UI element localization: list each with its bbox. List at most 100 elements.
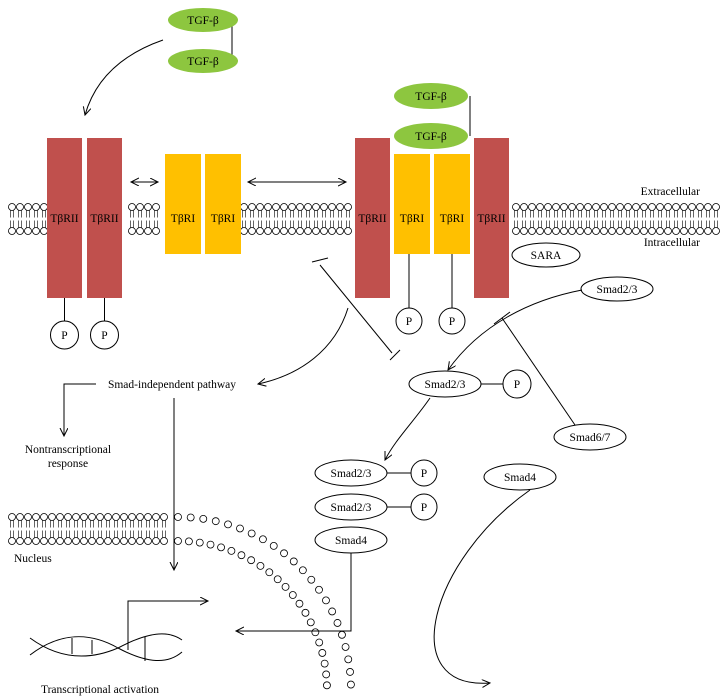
- lipid-head: [236, 524, 244, 533]
- lipid-head: [320, 659, 329, 668]
- lipid-head: [640, 203, 648, 211]
- lipid-head: [328, 203, 336, 211]
- lipid-head: [136, 227, 144, 235]
- tgf-beta-label: TGF-β: [415, 131, 447, 143]
- smad23-label: Smad2/3: [425, 379, 466, 391]
- lipid-head: [328, 607, 337, 616]
- lipid-head: [528, 227, 536, 235]
- lipid-head: [632, 203, 640, 211]
- receptor-type-ii-pair: TβRII TβRII P P: [47, 138, 122, 350]
- lipid-head: [247, 556, 256, 565]
- phosphate-label: P: [449, 316, 455, 328]
- lipid-head: [584, 227, 592, 235]
- lipid-head: [584, 203, 592, 211]
- lipid-head: [296, 227, 304, 235]
- lipid-head: [592, 227, 600, 235]
- lipid-head: [96, 537, 104, 545]
- lipid-head: [112, 537, 120, 545]
- receptor-type-i-label: TβRI: [400, 213, 425, 225]
- receptor-type-i: [165, 154, 201, 254]
- lipid-head: [160, 513, 168, 521]
- lipid-head: [680, 227, 688, 235]
- lipid-head: [16, 227, 24, 235]
- lipid-head: [227, 546, 236, 555]
- lipid-head: [624, 227, 632, 235]
- lipid-head: [288, 227, 296, 235]
- lipid-head: [289, 557, 298, 566]
- receptor-type-ii-label: TβRII: [50, 213, 78, 225]
- lipid-head: [88, 513, 96, 521]
- intracellular-label: Intracellular: [644, 237, 700, 249]
- lipid-head: [568, 227, 576, 235]
- lipid-head: [195, 538, 204, 547]
- phosphate-label: P: [406, 316, 412, 328]
- lipid-head: [288, 203, 296, 211]
- lipid-head: [346, 668, 354, 676]
- lipid-head: [240, 203, 248, 211]
- lipid-head: [648, 203, 656, 211]
- phosphate-label: P: [61, 330, 67, 342]
- nuclear-translocation-arrow: [236, 553, 352, 631]
- lipid-head: [120, 537, 128, 545]
- lipid-head: [136, 203, 144, 211]
- lipid-head: [680, 203, 688, 211]
- lipid-head: [656, 203, 664, 211]
- lipid-head: [32, 203, 40, 211]
- lipid-head: [315, 638, 324, 647]
- lipid-head: [128, 203, 136, 211]
- lipid-head: [696, 227, 704, 235]
- lipid-head: [560, 227, 568, 235]
- receptor-type-ii-label: TβRII: [477, 213, 505, 225]
- lipid-head: [568, 203, 576, 211]
- lipid-head: [8, 537, 16, 545]
- sara-label: SARA: [531, 250, 562, 262]
- lipid-head: [112, 513, 120, 521]
- lipid-head: [224, 520, 232, 529]
- lipid-head: [624, 203, 632, 211]
- lipid-head: [8, 203, 16, 211]
- lipid-head: [24, 513, 32, 521]
- receptor-type-ii-label: TβRII: [358, 213, 386, 225]
- lipid-head: [248, 227, 256, 235]
- lipid-head: [341, 643, 350, 651]
- lipid-head: [199, 514, 208, 523]
- lipid-head: [48, 537, 56, 545]
- lipid-head: [304, 227, 312, 235]
- lipid-head: [16, 537, 24, 545]
- smad-independent-label: Smad-independent pathway: [108, 379, 236, 391]
- smad67-inhibition-line: [501, 317, 576, 426]
- lipid-head: [88, 537, 96, 545]
- phosphate-group: [90, 320, 119, 350]
- lipid-head: [206, 540, 215, 549]
- inhibition-bar: [311, 257, 329, 263]
- receptor-type-i-label: TβRI: [211, 213, 236, 225]
- lipid-head: [322, 670, 331, 679]
- lipid-head: [128, 227, 136, 235]
- lipid-head: [333, 619, 342, 627]
- lipid-head: [280, 549, 288, 558]
- lipid-head: [237, 551, 246, 560]
- lipid-head: [273, 575, 282, 584]
- lipid-head: [672, 227, 680, 235]
- lipid-head: [185, 537, 193, 546]
- phosphate-label: P: [514, 379, 520, 391]
- lipid-head: [536, 227, 544, 235]
- active-receptor-complex: TGF-β TGF-β TβRII TβRI TβRI TβRII P P: [355, 83, 509, 335]
- smad23-label: Smad2/3: [597, 284, 638, 296]
- receptor-type-ii: [355, 138, 390, 298]
- lipid-head: [152, 227, 160, 235]
- lipid-head: [174, 513, 182, 521]
- lipid-head: [512, 227, 520, 235]
- inhibition-bar: [493, 311, 511, 325]
- receptor-type-ii-label: TβRII: [90, 213, 118, 225]
- phosphate-group: [395, 307, 423, 335]
- lipid-head: [272, 227, 280, 235]
- lipid-head: [320, 227, 328, 235]
- smad23-label: Smad2/3: [331, 468, 372, 480]
- lipid-head: [256, 227, 264, 235]
- tgf-beta-ligand-pair-free: TGF-β TGF-β: [168, 8, 238, 73]
- lipid-head: [152, 537, 160, 545]
- lipid-head: [301, 608, 310, 617]
- smad4-label: Smad4: [335, 535, 367, 547]
- lipid-head: [616, 227, 624, 235]
